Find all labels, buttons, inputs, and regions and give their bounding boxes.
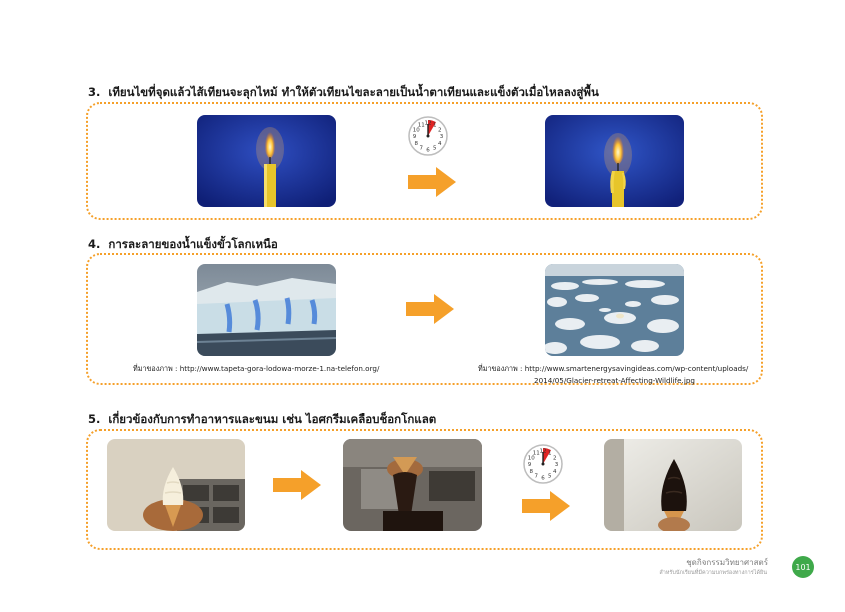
section-5-heading: 5. เกี่ยวข้องกับการทำอาหารและขนม เช่น ไอ… bbox=[88, 411, 436, 429]
section-4-heading: 4. การละลายของน้ำแข็งขั้วโลกเหนือ bbox=[88, 236, 278, 254]
clock-elapsed-sector bbox=[543, 448, 551, 464]
clock-center bbox=[426, 134, 430, 138]
section-5-title: เกี่ยวข้องกับการทำอาหารและขนม เช่น ไอศกร… bbox=[108, 412, 437, 426]
clock-number: 8 bbox=[530, 469, 534, 475]
section-4-number: 4. bbox=[88, 237, 101, 251]
dipping-chocolate-photo bbox=[343, 439, 482, 531]
clock-number: 7 bbox=[420, 146, 424, 152]
image-source-caption-right-line1: ที่มาของภาพ : http://www.smartenergysavi… bbox=[478, 364, 749, 373]
image-source-caption-right-line2: 2014/05/Glacier-retreat-Affecting-Wildli… bbox=[534, 376, 695, 385]
section-5-number: 5. bbox=[88, 412, 101, 426]
section-4-title: การละลายของน้ำแข็งขั้วโลกเหนือ bbox=[108, 237, 278, 251]
clock-number: 6 bbox=[426, 148, 430, 154]
clock-number: 9 bbox=[413, 134, 417, 140]
clock-number: 4 bbox=[553, 469, 557, 475]
clock-number: 2 bbox=[438, 127, 442, 133]
arrow-right-icon bbox=[273, 470, 321, 500]
clock-number: 10 bbox=[413, 127, 420, 133]
candle-melted-photo bbox=[545, 115, 684, 207]
clock-elapsed-sector bbox=[428, 120, 436, 136]
footer-title: ชุดกิจกรรมวิทยาศาสตร์ bbox=[686, 558, 768, 567]
footer-subtitle: สำหรับนักเรียนที่มีความบกพร่องทางการได้ย… bbox=[659, 570, 767, 576]
clock-center bbox=[541, 462, 545, 466]
clock-number: 2 bbox=[553, 455, 557, 461]
clock-number: 5 bbox=[548, 474, 552, 480]
clock-number: 7 bbox=[535, 474, 539, 480]
clock-number: 8 bbox=[415, 141, 419, 147]
clock-number: 12 bbox=[540, 449, 547, 455]
page-number: 101 bbox=[795, 562, 811, 572]
clock-number: 11 bbox=[533, 450, 540, 456]
clock-number: 12 bbox=[425, 121, 432, 127]
clock-number: 9 bbox=[528, 462, 532, 468]
arrow-right-icon bbox=[522, 491, 570, 521]
page-number-badge: 101 bbox=[792, 556, 814, 578]
image-source-caption-left: ที่มาของภาพ : http://www.tapeta-gora-lod… bbox=[133, 364, 380, 373]
section-4-box bbox=[86, 253, 763, 385]
clock-number: 1 bbox=[433, 122, 437, 128]
section-3-heading: 3. เทียนไขที่จุดแล้วไส้เทียนจะลุกไหม้ ทำ… bbox=[88, 84, 599, 102]
clock-number: 10 bbox=[528, 455, 535, 461]
clock-number: 5 bbox=[433, 146, 437, 152]
section-5-box bbox=[86, 429, 763, 550]
section-3-title: เทียนไขที่จุดแล้วไส้เทียนจะลุกไหม้ ทำให้… bbox=[108, 85, 599, 99]
melting-sea-ice-photo bbox=[545, 264, 684, 356]
section-3-box bbox=[86, 102, 763, 220]
clock-number: 6 bbox=[541, 476, 545, 482]
arrow-right-icon bbox=[406, 294, 454, 324]
clock-number: 1 bbox=[548, 450, 552, 456]
chocolate-coated-cone-photo bbox=[604, 439, 742, 531]
candle-lit-photo bbox=[197, 115, 336, 207]
soft-serve-cone-photo bbox=[107, 439, 245, 531]
clock-number: 3 bbox=[555, 462, 559, 468]
clock-number: 11 bbox=[418, 122, 425, 128]
iceberg-photo bbox=[197, 264, 336, 356]
arrow-right-icon bbox=[408, 167, 456, 197]
clock-number: 4 bbox=[438, 141, 442, 147]
section-3-number: 3. bbox=[88, 85, 101, 99]
clock-number: 3 bbox=[440, 134, 444, 140]
